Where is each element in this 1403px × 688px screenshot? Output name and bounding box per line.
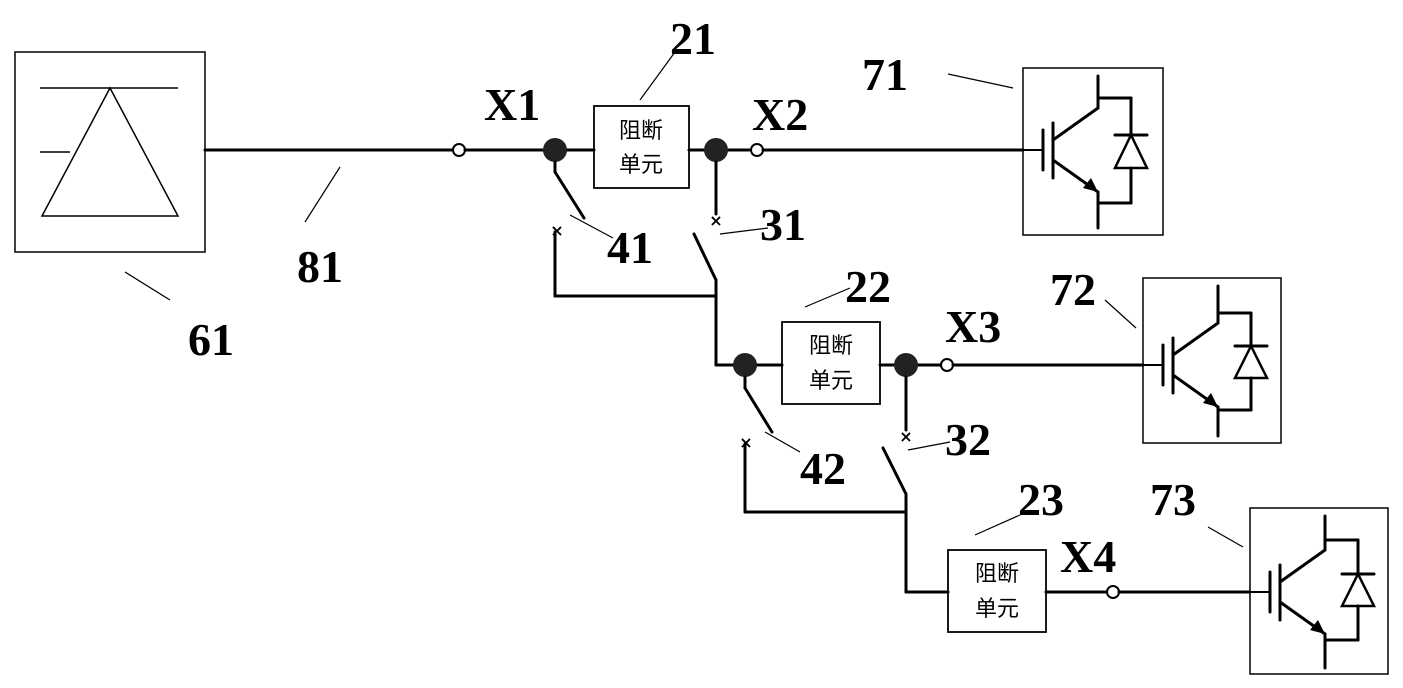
label-23: 23 <box>1018 474 1064 525</box>
label-x1: X1 <box>484 79 540 130</box>
igbt-load-71 <box>1022 67 1164 236</box>
label-42: 42 <box>800 443 846 494</box>
junction-node <box>733 353 757 377</box>
blocking-unit-text-line2: 单元 <box>809 369 853 394</box>
label-32: 32 <box>945 414 991 465</box>
switch-41-blade <box>553 170 586 220</box>
label-31: 31 <box>760 199 806 250</box>
junction-node <box>704 138 728 162</box>
blocking-unit-text-line2: 单元 <box>619 153 663 178</box>
label-81: 81 <box>297 241 343 292</box>
label-21: 21 <box>670 13 716 64</box>
blocking-unit-text-line1: 阻断 <box>975 562 1019 587</box>
blocking-unit-text-line1: 阻断 <box>809 334 853 359</box>
svg-text:×: × <box>709 211 722 230</box>
svg-text:×: × <box>899 427 912 446</box>
igbt-load-73 <box>1249 507 1389 675</box>
label-73: 73 <box>1150 474 1196 525</box>
switch-31-blade <box>692 232 718 282</box>
label-71: 71 <box>862 49 908 100</box>
label-72: 72 <box>1050 264 1096 315</box>
blocking-unit-22: 阻断 单元 <box>781 321 881 405</box>
blocking-unit-23: 阻断 单元 <box>947 549 1047 633</box>
label-22: 22 <box>845 261 891 312</box>
junction-node <box>894 353 918 377</box>
source-block <box>14 51 206 253</box>
terminal-circle <box>452 143 466 157</box>
terminal-circle <box>940 358 954 372</box>
blocking-unit-text-line2: 单元 <box>975 597 1019 622</box>
blocking-unit-21: 阻断 单元 <box>593 105 690 189</box>
svg-text:×: × <box>739 433 752 452</box>
label-x4: X4 <box>1060 531 1116 582</box>
label-x2: X2 <box>752 89 808 140</box>
terminal-circle <box>1106 585 1120 599</box>
igbt-load-72 <box>1142 277 1282 444</box>
leader-lines <box>124 51 1244 548</box>
terminal-circle <box>750 143 764 157</box>
junction-node <box>543 138 567 162</box>
switch-32-blade <box>881 446 908 496</box>
svg-text:×: × <box>550 221 563 240</box>
blocking-unit-text-line1: 阻断 <box>619 119 663 144</box>
switch-42-blade <box>743 386 774 434</box>
label-41: 41 <box>607 222 653 273</box>
label-61: 61 <box>188 314 234 365</box>
label-x3: X3 <box>945 301 1001 352</box>
